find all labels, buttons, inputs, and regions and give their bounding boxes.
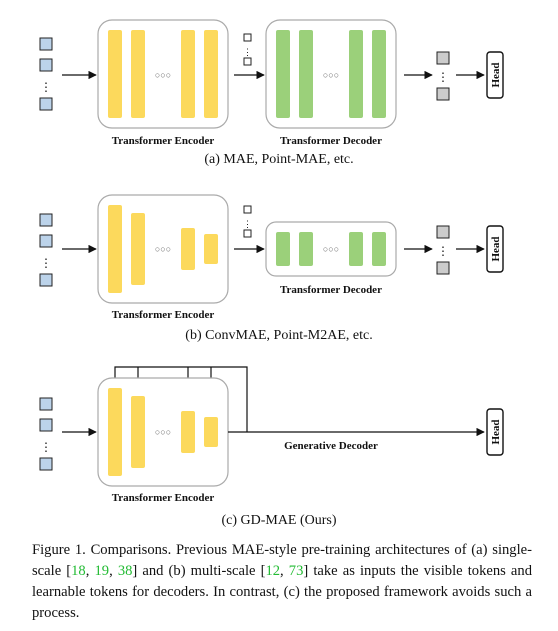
encoder-block bbox=[204, 30, 218, 118]
caption-text: ] take as inputs the visible tokens and … bbox=[32, 563, 532, 621]
svg-text:⋮: ⋮ bbox=[243, 47, 252, 57]
decoder-box bbox=[265, 19, 397, 129]
encoder-label: Transformer Encoder bbox=[112, 492, 215, 504]
input-tokens: ⋮ bbox=[39, 213, 53, 287]
svg-text:⋮: ⋮ bbox=[40, 80, 52, 94]
decoder-label: Transformer Decoder bbox=[280, 284, 382, 296]
caption-text: Figure 1. Comparisons. Previous MAE-styl… bbox=[32, 542, 532, 579]
panel-b: ⋮ ○○○ Transformer Encoder ⋮ ○○○ Transfor… bbox=[39, 194, 504, 343]
input-tokens: ⋮ bbox=[39, 397, 53, 471]
citation-link[interactable]: 38 bbox=[117, 563, 133, 579]
encoder-block bbox=[131, 213, 145, 285]
svg-text:⋮: ⋮ bbox=[40, 440, 52, 454]
head-box bbox=[486, 51, 504, 99]
encoder-label: Transformer Encoder bbox=[112, 135, 215, 147]
encoder-block bbox=[181, 228, 195, 270]
head-box bbox=[486, 225, 504, 273]
encoder-box bbox=[97, 19, 229, 129]
subcaption-b: (b) ConvMAE, Point-M2AE, etc. bbox=[185, 328, 372, 343]
decoder-box bbox=[265, 221, 397, 277]
decoder-label: Transformer Decoder bbox=[280, 135, 382, 147]
svg-text:⋮: ⋮ bbox=[437, 70, 449, 84]
encoder-block bbox=[181, 411, 195, 453]
caption-sep: , bbox=[109, 563, 118, 579]
encoder-block bbox=[131, 396, 145, 468]
panel-c: ⋮ ○○○ Transformer Encoder Generative Dec… bbox=[39, 366, 504, 528]
encoder-block bbox=[108, 388, 122, 476]
head-label: Head bbox=[490, 62, 502, 87]
subcaption-a: (a) MAE, Point-MAE, etc. bbox=[204, 152, 353, 167]
mask-tokens: ⋮ bbox=[243, 33, 252, 66]
figure-caption: Figure 1. Comparisons. Previous MAE-styl… bbox=[32, 540, 532, 624]
encoder-label: Transformer Encoder bbox=[112, 309, 215, 321]
encoder-block bbox=[181, 30, 195, 118]
citation-link[interactable]: 73 bbox=[288, 563, 304, 579]
ellipsis: ○○○ bbox=[323, 70, 339, 80]
encoder-block bbox=[204, 234, 218, 264]
head-box bbox=[486, 408, 504, 456]
encoder-block bbox=[108, 30, 122, 118]
head-label: Head bbox=[490, 419, 502, 444]
subcaption-c: (c) GD-MAE (Ours) bbox=[221, 513, 336, 528]
decoder-block bbox=[299, 30, 313, 118]
encoder-block bbox=[108, 205, 122, 293]
decoder-block bbox=[372, 232, 386, 266]
svg-text:⋮: ⋮ bbox=[243, 219, 252, 229]
panel-a: ⋮ ○○○ Transformer Encoder ⋮ ○○○ Transfor… bbox=[39, 19, 504, 167]
architecture-diagram: ⋮ ○○○ Transformer Encoder ⋮ ○○○ Transfor… bbox=[39, 19, 504, 528]
caption-sep: , bbox=[280, 563, 289, 579]
encoder-box bbox=[97, 194, 229, 304]
ellipsis: ○○○ bbox=[155, 70, 171, 80]
citation-link[interactable]: 18 bbox=[71, 563, 86, 579]
citation-link[interactable]: 19 bbox=[94, 563, 110, 579]
output-tokens: ⋮ bbox=[436, 51, 450, 101]
decoder-block bbox=[372, 30, 386, 118]
decoder-label: Generative Decoder bbox=[284, 440, 378, 452]
input-tokens: ⋮ bbox=[39, 37, 53, 111]
decoder-block bbox=[349, 232, 363, 266]
encoder-block bbox=[131, 30, 145, 118]
caption-text: ] and (b) multi-scale [ bbox=[132, 563, 266, 579]
encoder-block bbox=[204, 417, 218, 447]
ellipsis: ○○○ bbox=[323, 244, 339, 254]
decoder-block bbox=[299, 232, 313, 266]
output-tokens: ⋮ bbox=[436, 225, 450, 275]
ellipsis: ○○○ bbox=[155, 427, 171, 437]
ellipsis: ○○○ bbox=[155, 244, 171, 254]
svg-text:⋮: ⋮ bbox=[40, 256, 52, 270]
decoder-block bbox=[276, 30, 290, 118]
decoder-block bbox=[276, 232, 290, 266]
svg-text:⋮: ⋮ bbox=[437, 244, 449, 258]
caption-sep: , bbox=[85, 563, 95, 579]
citation-link[interactable]: 12 bbox=[265, 563, 281, 579]
mask-tokens: ⋮ bbox=[243, 205, 252, 238]
head-label: Head bbox=[490, 236, 502, 261]
decoder-block bbox=[349, 30, 363, 118]
